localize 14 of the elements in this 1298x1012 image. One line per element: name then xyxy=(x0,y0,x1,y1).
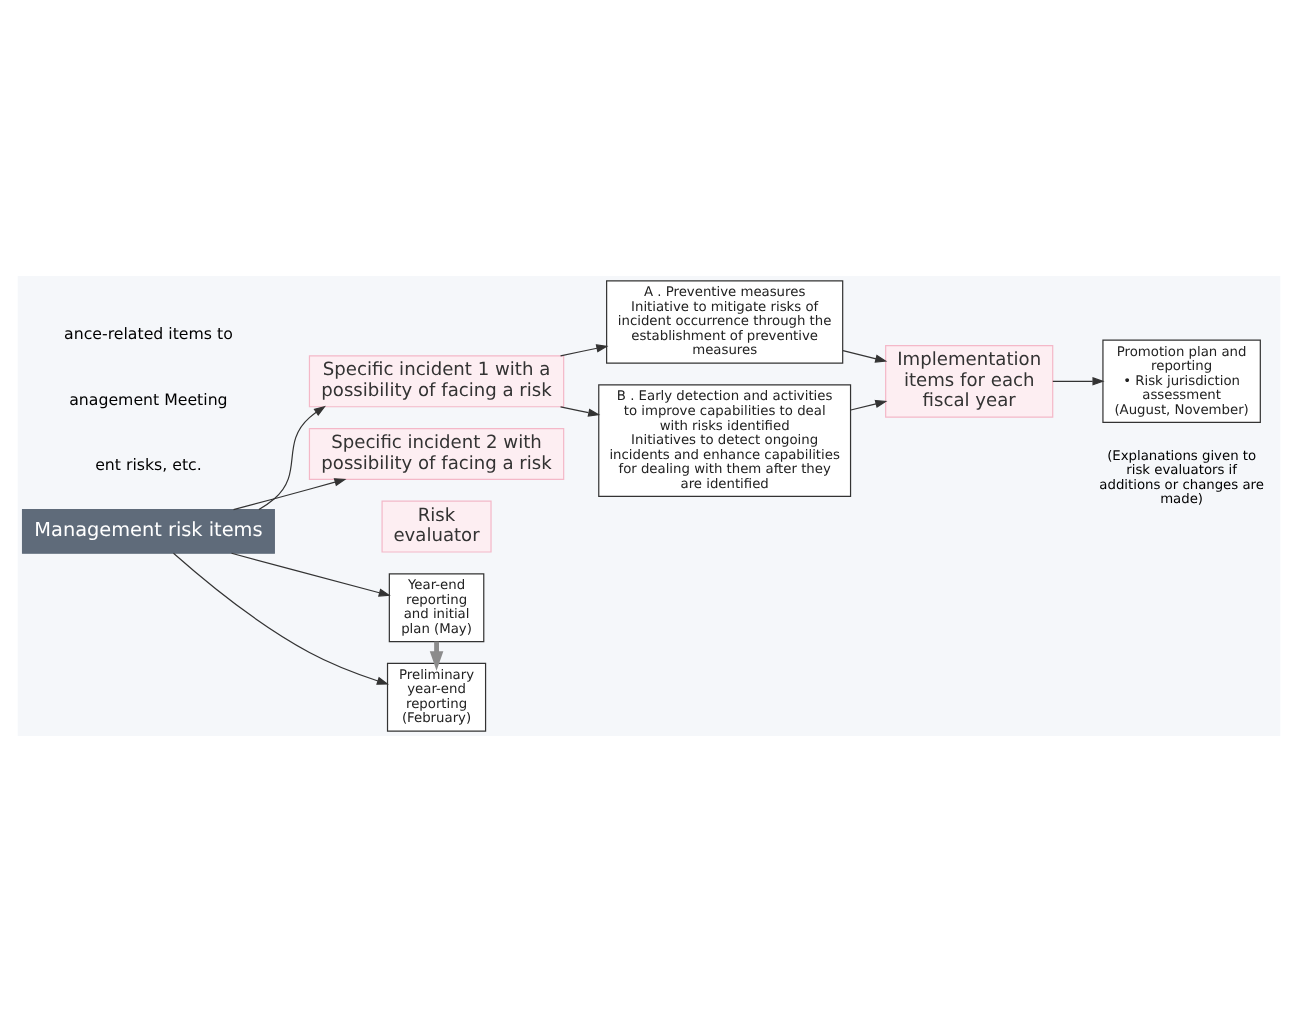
node-box: Specific incident 1 with a possibility of facing a risk xyxy=(308,355,565,408)
arrow xyxy=(172,552,389,685)
arrow xyxy=(850,399,888,411)
arrow xyxy=(232,478,347,511)
arrow xyxy=(1052,377,1105,386)
arrow xyxy=(559,344,609,357)
arrow xyxy=(230,552,391,597)
node-box: Management risk items xyxy=(21,509,275,554)
node-box: Implementation items for each fiscal year xyxy=(885,345,1054,418)
arrow xyxy=(559,406,601,417)
arrow xyxy=(258,405,326,511)
node-box: Specific incident 2 with possibility of facing a risk xyxy=(308,427,565,480)
node-box: Risk evaluator xyxy=(381,500,492,553)
arrow xyxy=(842,350,888,363)
